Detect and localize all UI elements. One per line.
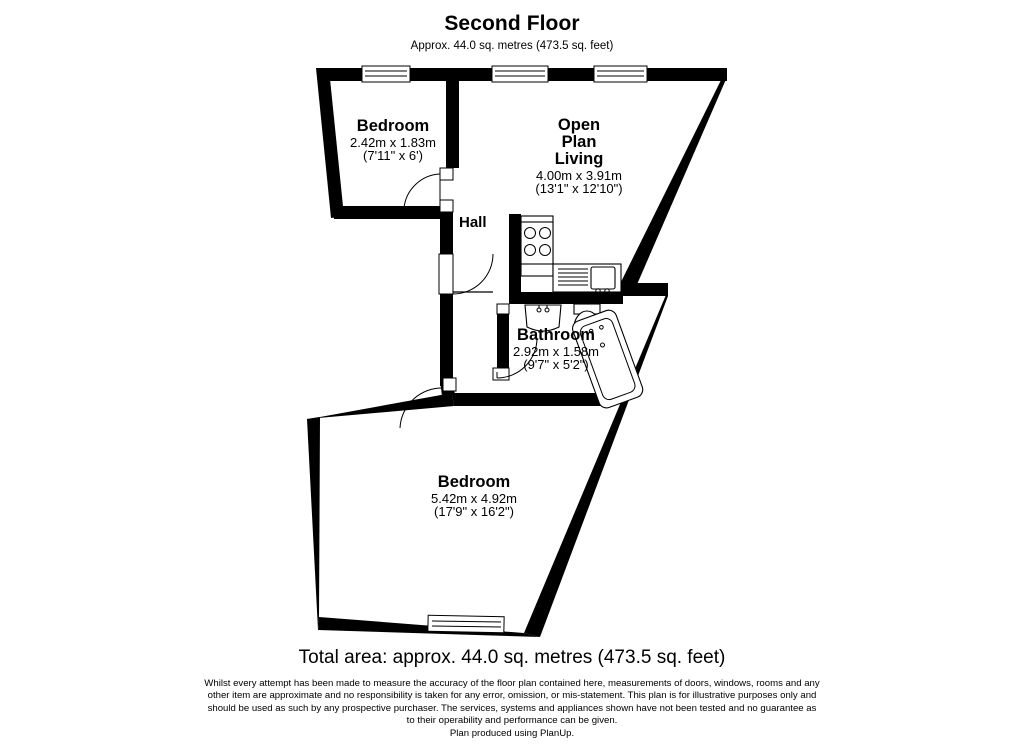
disclaimer-line-5: Plan produced using PlanUp. xyxy=(449,727,575,739)
window-top-middle xyxy=(491,65,549,83)
room-name: Bedroom xyxy=(356,117,430,135)
wall-lower-left-slant xyxy=(307,417,320,630)
wall-bathroom-bottom xyxy=(452,393,612,406)
washbasin xyxy=(524,304,562,332)
doors xyxy=(399,167,538,429)
bathroom-fixtures xyxy=(524,303,644,409)
wall-bathroom-left-upper xyxy=(497,304,509,368)
room-name-line2: Plan xyxy=(561,132,597,151)
hob-four-burner xyxy=(520,221,554,265)
wall-hall-left-lower xyxy=(440,293,453,386)
room-label-hall: Hall xyxy=(459,214,487,231)
disclaimer-line-2: other item are approximate and no respon… xyxy=(207,690,817,702)
room-label-bedroom-bottom: Bedroom 5.42m x 4.92m (17'9" x 16'2") xyxy=(400,474,548,519)
door-bedroom-top xyxy=(403,167,454,213)
kitchen-fixtures xyxy=(520,215,622,294)
wall-hall-kitchen xyxy=(509,214,521,292)
room-dimension-metric: 2.42m x 1.83m xyxy=(350,134,436,150)
room-name: Bedroom xyxy=(437,473,511,491)
room-name-line3: Living xyxy=(554,149,604,168)
wall-bedroom-bottom-top-left xyxy=(307,393,454,419)
wall-hall-left-upper xyxy=(440,206,453,255)
wall-right-slant-upper xyxy=(617,68,727,296)
room-dimension-metric: 5.42m x 4.92m xyxy=(431,490,517,506)
wall-upper-left-slant xyxy=(316,68,344,218)
room-label-open-plan-living: Open Plan Living 4.00m x 3.91m (13'1" x … xyxy=(518,117,640,196)
room-dimension-imperial: (7'11" x 6') xyxy=(363,148,423,164)
room-dimension-imperial: (9'7" x 5'2") xyxy=(523,357,589,373)
window-top-left xyxy=(361,65,411,83)
plan-header: Second Floor Approx. 44.0 sq. metres (47… xyxy=(0,12,1024,54)
page-subtitle: Approx. 44.0 sq. metres (473.5 sq. feet) xyxy=(410,40,614,52)
door-bathroom xyxy=(492,303,538,381)
window-bottom xyxy=(427,614,505,634)
internal-walls xyxy=(440,81,623,406)
wall-right-notch xyxy=(617,283,668,296)
room-name-line1: Open xyxy=(557,116,601,134)
kitchen-sink xyxy=(590,266,616,294)
door-hall-left xyxy=(438,253,494,295)
room-dimension-metric: 4.00m x 3.91m xyxy=(536,167,622,183)
disclaimer-line-4: to their operability and performance can… xyxy=(406,715,618,727)
room-dimension-imperial: (13'1" x 12'10") xyxy=(535,181,623,197)
wall-bedroom-living-divider xyxy=(446,81,459,168)
floorplan-drawing: Bedroom 2.42m x 1.83m (7'11" x 6') Open … xyxy=(307,65,727,637)
door-bedroom-bottom xyxy=(399,377,457,429)
wall-bedroom-top-bottom xyxy=(331,206,452,219)
window-top-right xyxy=(593,65,648,83)
room-dimension-metric: 2.92m x 1.58m xyxy=(513,343,599,359)
room-label-bathroom: Bathroom 2.92m x 1.58m (9'7" x 5'2") xyxy=(492,327,620,372)
total-area-text: Total area: approx. 44.0 sq. metres (473… xyxy=(298,647,726,668)
windows xyxy=(361,65,648,634)
bathtub xyxy=(572,309,644,409)
room-name: Bathroom xyxy=(517,326,595,344)
disclaimer-text: Whilst every attempt has been made to me… xyxy=(172,678,852,740)
disclaimer-line-1: Whilst every attempt has been made to me… xyxy=(204,678,820,689)
room-dimension-imperial: (17'9" x 16'2") xyxy=(434,504,514,520)
wall-kitchen-bathroom-divider xyxy=(509,292,623,304)
room-label-bedroom-top: Bedroom 2.42m x 1.83m (7'11" x 6') xyxy=(338,118,448,163)
disclaimer-line-3: should be used as such by any prospectiv… xyxy=(207,702,817,714)
plan-footer: Total area: approx. 44.0 sq. metres (473… xyxy=(0,645,1024,740)
floorplan-svg xyxy=(307,65,727,637)
page-title: Second Floor xyxy=(444,12,580,35)
